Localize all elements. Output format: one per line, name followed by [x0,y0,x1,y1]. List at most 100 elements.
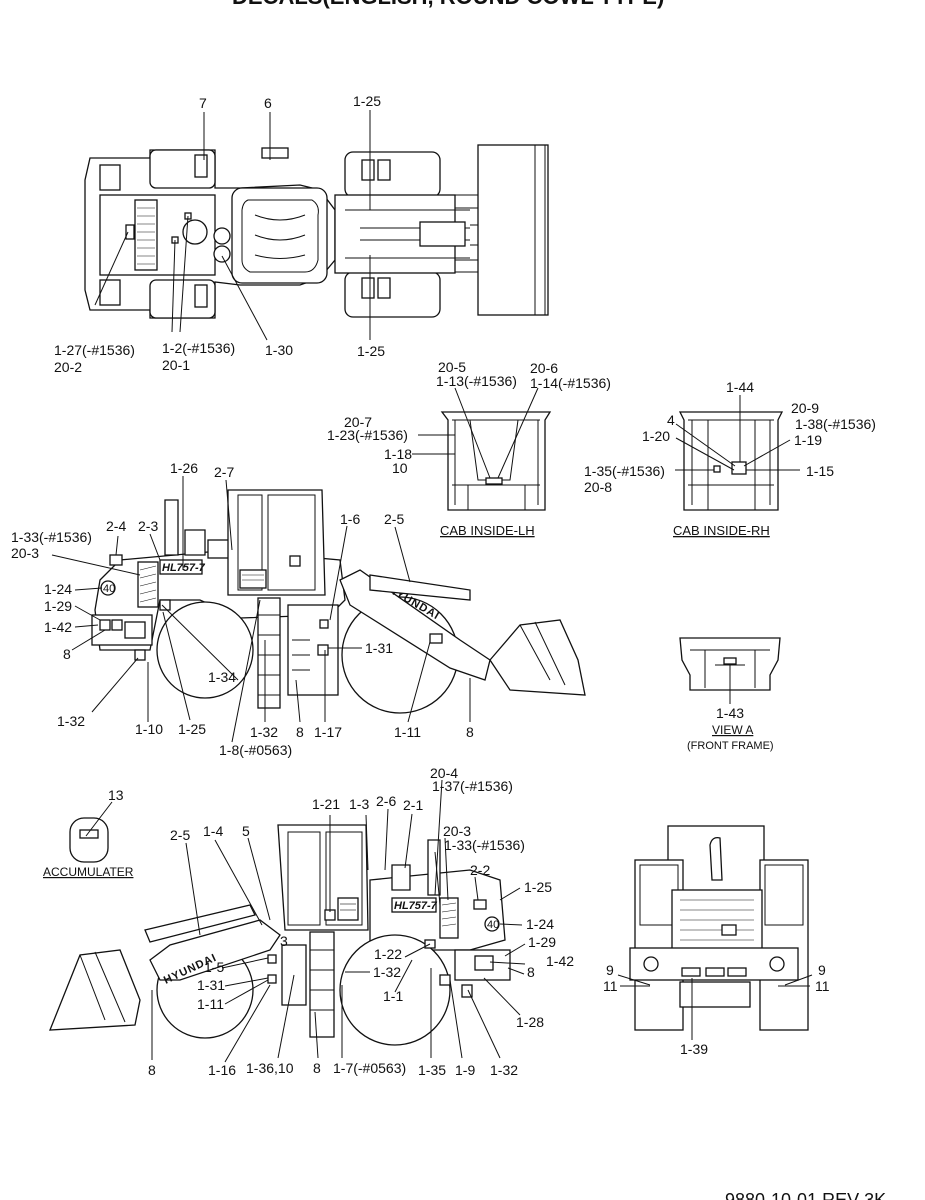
callout: 1-16 [208,1062,236,1078]
callout: 1-17 [314,724,342,740]
callout: 20-7 [344,414,372,430]
callout: 1-31 [197,977,225,993]
callout: 1-25 [353,93,381,109]
callout: 1-43 [716,705,744,721]
callout: 13 [108,787,124,803]
top-view-callouts: 7 6 1-25 1-27(-#1536) 20-2 1-2(-#1536) 2… [54,93,385,375]
callout: 1-24 [526,916,554,932]
callout: 1-42 [546,953,574,969]
callout: 1-29 [44,598,72,614]
model-decal: HL757-7 [162,562,206,574]
callout: 20-3 [11,545,39,561]
svg-text:40: 40 [103,583,115,595]
side-view-lh-callouts: 1-26 2-7 2-4 2-3 1-33(-#1536) 20-3 1-24 … [11,460,474,758]
callout: 1-27(-#1536) [54,342,135,358]
accumulater-view: 13 ACCUMULATER [43,787,134,879]
callout: 1-3 [349,796,369,812]
callout: 20-9 [791,400,819,416]
callout: 2-7 [214,464,234,480]
callout: 1-35 [418,1062,446,1078]
callout: 20-2 [54,359,82,375]
rear-view: 9 9 11 11 1-39 [603,825,830,1057]
cab-inside-rh-view: 1-44 4 20-9 1-38(-#1536) 1-20 1-19 1-35(… [584,379,876,538]
callout: 1-23(-#1536) [327,427,408,443]
callout: 1-32 [57,713,85,729]
callout: 1-36,10 [246,1060,294,1076]
view-a-caption: VIEW A [712,723,753,737]
callout: 1-33(-#1536) [444,837,525,853]
callout: 1-7(-#0563) [333,1060,406,1076]
callout: 1-25 [178,721,206,737]
model-decal-rh: HL757-7 [394,900,438,912]
svg-text:40: 40 [487,919,499,931]
cab-inside-lh-caption: CAB INSIDE-LH [440,523,535,538]
callout: 2-5 [170,827,190,843]
callout: 1-32 [373,964,401,980]
callout: 1-22 [374,946,402,962]
callout: 2-3 [138,518,158,534]
callout: 6 [264,95,272,111]
callout: 8 [466,724,474,740]
callout: 1-9 [455,1062,475,1078]
callout: 1-25 [357,343,385,359]
callout: 1-14(-#1536) [530,375,611,391]
callout: 8 [527,964,535,980]
callout: 1-33(-#1536) [11,529,92,545]
accumulater-caption: ACCUMULATER [43,865,134,879]
cab-inside-lh-view: 20-5 1-13(-#1536) 20-6 1-14(-#1536) 20-7… [327,359,611,538]
callout: 8 [148,1062,156,1078]
callout: 20-8 [584,479,612,495]
callout: 1-1 [383,988,403,1004]
callout: 9 [818,962,826,978]
callout: 1-24 [44,581,72,597]
callout: 20-1 [162,357,190,373]
callout: 1-5 [204,959,224,975]
callout: 1-4 [203,823,223,839]
callout: 10 [392,460,408,476]
callout: 7 [199,95,207,111]
callout: 1-32 [250,724,278,740]
callout: 1-37(-#1536) [432,778,513,794]
callout: 5 [242,823,250,839]
callout: 1-8(-#0563) [219,742,292,758]
callout: 2-6 [376,793,396,809]
callout: 1-11 [394,724,421,740]
callout: 3 [280,933,288,949]
callout: 1-15 [806,463,834,479]
callout: 8 [313,1060,321,1076]
callout: 1-18 [384,446,412,462]
callout: 1-25 [524,879,552,895]
callout: 1-32 [490,1062,518,1078]
callout: 9 [606,962,614,978]
callout: 1-2(-#1536) [162,340,235,356]
footer-ref: 9880-10-01 REV 3K [725,1190,886,1200]
callout: 4 [667,412,675,428]
callout: 2-4 [106,518,126,534]
callout: 1-28 [516,1014,544,1030]
callout: 1-20 [642,428,670,444]
side-view-rh-callouts: 20-4 1-37(-#1536) 1-21 1-3 2-6 2-1 2-5 1… [148,765,574,1078]
callout: 20-4 [430,765,458,781]
callout: 1-30 [265,342,293,358]
callout: 1-44 [726,379,754,395]
callout: 1-11 [197,996,224,1012]
callout: 1-29 [528,934,556,950]
callout: 11 [603,978,618,994]
view-a: 1-43 VIEW A (FRONT FRAME) [679,637,781,752]
callout: 1-42 [44,619,72,635]
callout: 1-19 [794,432,822,448]
top-view [84,144,549,319]
callout: 1-6 [340,511,360,527]
callout: 1-34 [208,669,236,685]
callout: 2-2 [470,862,490,878]
callout: 1-38(-#1536) [795,416,876,432]
callout: 1-10 [135,721,163,737]
callout: 8 [63,646,71,662]
front-frame-caption: (FRONT FRAME) [687,740,774,752]
header-title: DECALS(ENGLISH, ROUND COWL TYPE) [232,0,664,9]
callout: 1-21 [312,796,340,812]
callout: 20-3 [443,823,471,839]
callout: 2-5 [384,511,404,527]
